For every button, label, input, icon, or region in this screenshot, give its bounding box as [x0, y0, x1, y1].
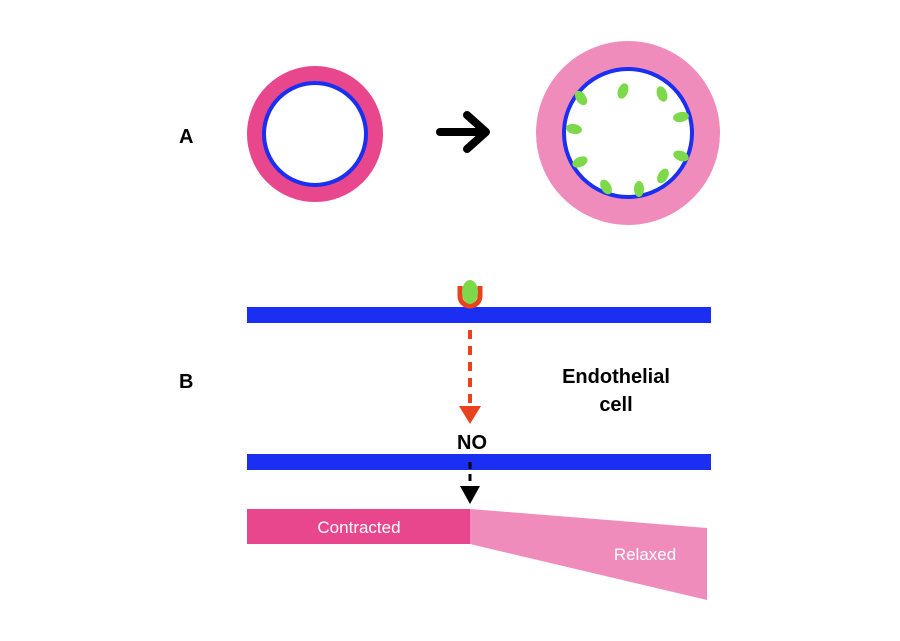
endothelial-cell-label-line1: Endothelial — [562, 366, 670, 388]
contracted-label: Contracted — [317, 518, 400, 537]
relaxed-label: Relaxed — [614, 545, 676, 564]
ligand-icon — [617, 83, 629, 99]
ligand-icon — [462, 280, 478, 304]
down-arrow-icon — [460, 462, 480, 504]
ligand-icon — [572, 156, 588, 168]
ligand-icon — [673, 111, 689, 123]
ligand-icon — [600, 179, 612, 195]
vessel-dilated — [536, 41, 720, 225]
endothelial-cell-label-line2: cell — [599, 394, 632, 416]
vessel-wall-dilated — [536, 41, 720, 225]
no-signal-arrow — [459, 330, 481, 424]
receptor-icon — [457, 286, 483, 309]
panel-a-label: A — [179, 126, 193, 148]
no-label: NO — [457, 432, 487, 454]
ligand-icons — [566, 83, 689, 197]
endothelial-membrane-top — [247, 307, 711, 323]
vessel-wall-constricted — [247, 66, 383, 202]
ligand-icon — [656, 86, 668, 102]
endothelial-membrane-bottom — [247, 454, 711, 470]
relaxed-muscle — [470, 509, 707, 600]
ligand-icon — [574, 90, 588, 106]
contracted-muscle — [247, 509, 470, 544]
ligand-icon — [657, 168, 669, 184]
ligand-icon — [634, 181, 644, 197]
vessel-constricted — [247, 66, 383, 202]
ligand-icon — [673, 150, 689, 162]
panel-b-label: B — [179, 371, 193, 393]
vessel-lumen-border-dilated — [562, 67, 694, 199]
ligand-icon — [566, 123, 582, 135]
right-arrow-icon — [436, 111, 490, 153]
vessel-lumen-border-constricted — [262, 81, 368, 187]
